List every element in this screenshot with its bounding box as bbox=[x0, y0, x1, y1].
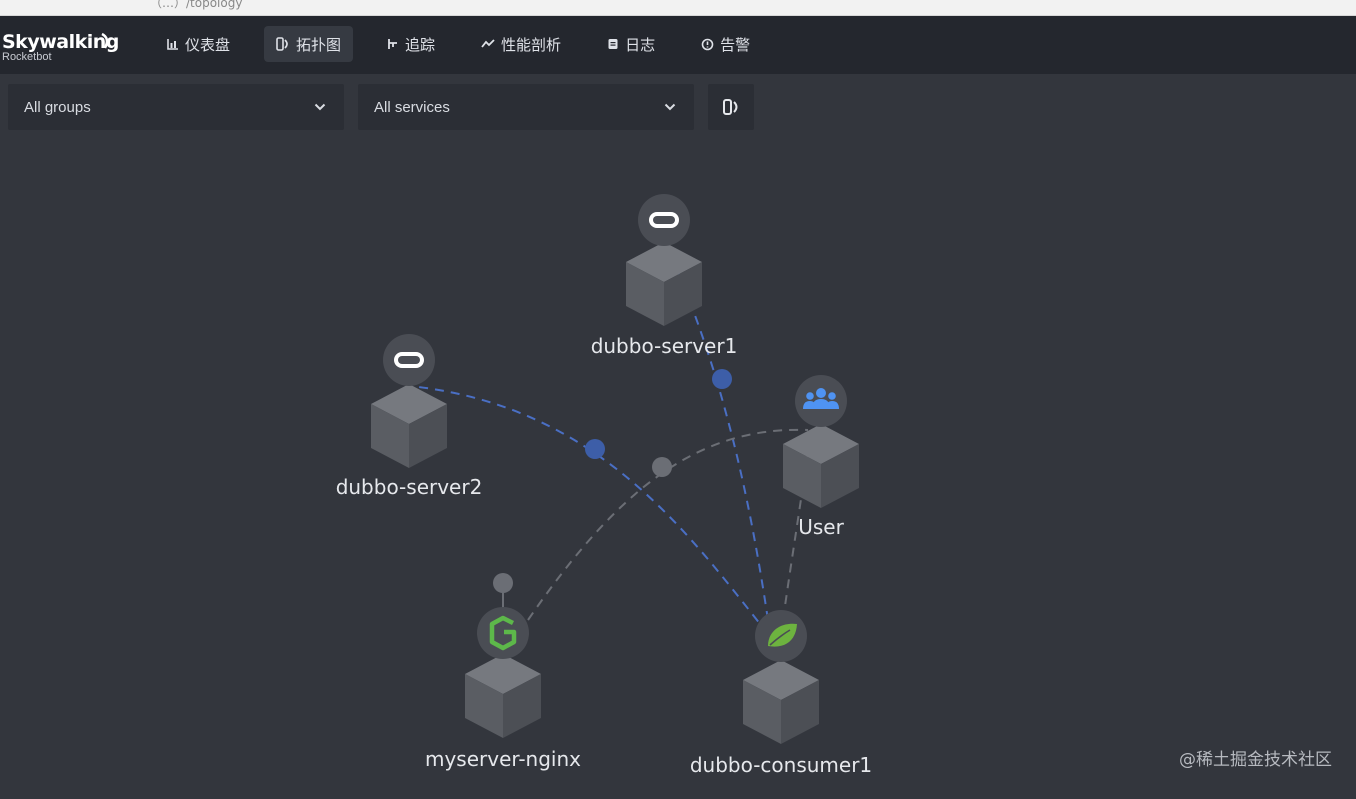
topology-graph bbox=[0, 136, 1356, 794]
nav-dashboard-label: 仪表盘 bbox=[185, 34, 230, 55]
node-label-dubbo-server2: dubbo-server2 bbox=[336, 475, 483, 499]
nav-alarm[interactable]: 告警 bbox=[689, 26, 762, 62]
node-user[interactable] bbox=[783, 375, 859, 508]
nav-log-label: 日志 bbox=[625, 34, 655, 55]
group-select[interactable]: All groups bbox=[8, 84, 344, 130]
chevron-down-icon bbox=[314, 103, 326, 111]
nav-trace-label: 追踪 bbox=[405, 34, 435, 55]
skywalking-logo[interactable]: Skywalking Rocketbot bbox=[2, 32, 119, 63]
watermark: @稀土掘金技术社区 bbox=[1179, 745, 1332, 770]
edge-dot-nginx-external[interactable] bbox=[493, 573, 513, 593]
nav-trace[interactable]: 追踪 bbox=[375, 26, 447, 62]
filter-bar: All groups All services bbox=[8, 84, 754, 130]
main-nav: 仪表盘 拓扑图 追踪 性能剖析 日志 告警 bbox=[155, 26, 784, 64]
trace-icon bbox=[387, 38, 399, 50]
nav-profile[interactable]: 性能剖析 bbox=[469, 26, 573, 62]
edge-dot-server1[interactable] bbox=[712, 369, 732, 389]
node-dubbo-server2[interactable] bbox=[371, 334, 447, 468]
node-dubbo-server1[interactable] bbox=[626, 194, 702, 326]
nav-profile-label: 性能剖析 bbox=[501, 34, 561, 55]
dubbo-icon bbox=[394, 352, 424, 368]
logo-swoosh-icon bbox=[100, 32, 112, 50]
topology-icon bbox=[722, 98, 740, 116]
service-select-value: All services bbox=[374, 99, 450, 116]
profile-icon bbox=[481, 39, 495, 49]
browser-address-bar: （…）/topology bbox=[0, 0, 1356, 16]
browser-url: （…）/topology bbox=[150, 0, 242, 11]
node-dubbo-consumer1[interactable] bbox=[743, 610, 819, 744]
node-label-dubbo-consumer1: dubbo-consumer1 bbox=[690, 753, 872, 777]
dashboard-icon bbox=[167, 38, 179, 50]
nav-topology-label: 拓扑图 bbox=[296, 34, 341, 55]
alarm-icon bbox=[701, 38, 714, 51]
topology-toggle-button[interactable] bbox=[708, 84, 754, 130]
dubbo-icon bbox=[649, 212, 679, 228]
group-select-value: All groups bbox=[24, 99, 91, 116]
service-select[interactable]: All services bbox=[358, 84, 694, 130]
nav-topology[interactable]: 拓扑图 bbox=[264, 26, 353, 62]
edge-dot-nginx-user[interactable] bbox=[652, 457, 672, 477]
log-icon bbox=[607, 38, 619, 50]
edge-dot-server2[interactable] bbox=[585, 439, 605, 459]
chevron-down-icon bbox=[664, 103, 676, 111]
nav-dashboard[interactable]: 仪表盘 bbox=[155, 26, 242, 62]
node-myserver-nginx[interactable] bbox=[465, 607, 541, 738]
nav-alarm-label: 告警 bbox=[720, 34, 750, 55]
topology-canvas[interactable]: dubbo-server1 dubbo-server2 User myserve… bbox=[0, 136, 1356, 794]
top-navigation-bar: Skywalking Rocketbot 仪表盘 拓扑图 追踪 性能剖析 日志 … bbox=[0, 16, 1356, 74]
nav-log[interactable]: 日志 bbox=[595, 26, 667, 62]
node-label-user: User bbox=[798, 515, 844, 539]
topology-icon bbox=[276, 37, 290, 51]
node-label-dubbo-server1: dubbo-server1 bbox=[591, 334, 738, 358]
edge-consumer1-to-server2 bbox=[410, 386, 768, 634]
node-label-myserver-nginx: myserver-nginx bbox=[425, 747, 581, 771]
edge-nginx-to-user bbox=[528, 430, 808, 620]
